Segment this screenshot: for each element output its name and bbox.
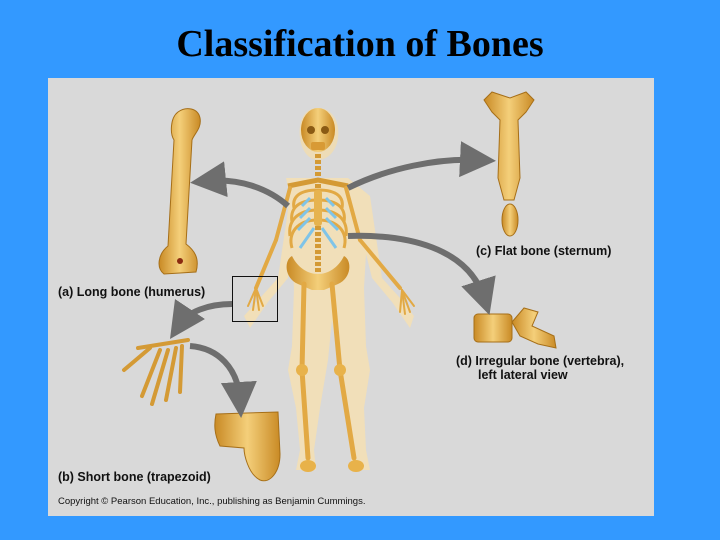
skeleton-figure xyxy=(244,108,415,472)
figure-panel: (a) Long bone (humerus) (c) Flat bone (s… xyxy=(48,78,654,516)
arrows xyxy=(170,141,496,418)
sternum-illustration xyxy=(483,91,535,237)
bone-diagram xyxy=(122,91,557,482)
wrist-highlight-box xyxy=(232,276,278,322)
label-irregular-bone: (d) Irregular bone (vertebra), xyxy=(456,354,625,368)
copyright-notice: Copyright © Pearson Education, Inc., pub… xyxy=(58,496,366,507)
label-flat-bone: (c) Flat bone (sternum) xyxy=(476,244,612,258)
label-short-bone: (b) Short bone (trapezoid) xyxy=(58,470,211,484)
vertebra-illustration xyxy=(473,307,557,349)
hand-illustration xyxy=(122,338,190,406)
trapezoid-illustration xyxy=(214,411,281,482)
slide-title: Classification of Bones xyxy=(176,23,544,65)
label-long-bone: (a) Long bone (humerus) xyxy=(58,285,206,299)
humerus-illustration xyxy=(158,108,201,275)
label-irregular-bone-view: left lateral view xyxy=(478,368,568,382)
